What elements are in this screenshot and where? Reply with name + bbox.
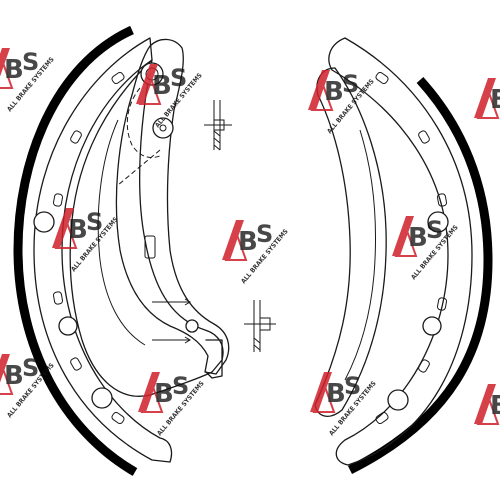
lever-dimension-line-2 [152, 336, 191, 344]
right-shoe-hole-lower [422, 316, 442, 336]
lever-adjuster-pin [152, 117, 174, 139]
left-shoe-hole-lower [58, 316, 78, 336]
left-shoe-table [33, 37, 173, 463]
lever-slot [144, 235, 156, 259]
watermark-logo-mid-center: ALL BRAKE SYSTEMS [221, 219, 290, 285]
left-shoe-hole-upper [33, 211, 55, 233]
watermark-logo-bottom-right: ALL BRAKE SYSTEMS [309, 371, 378, 437]
lever-dimension-line-1 [152, 298, 191, 306]
watermark-logo-top-left: ALL BRAKE SYSTEMS [0, 47, 56, 113]
right-shoe-table [328, 37, 473, 466]
lever-adjuster-pin-center [159, 124, 167, 132]
lever-alt-position [126, 87, 163, 158]
lever-cable-hook [205, 339, 223, 379]
right-shoe-web-cutout [344, 129, 376, 381]
watermark-logo-bottom-far-right [473, 383, 500, 425]
watermark-logo-top-far-right [473, 77, 500, 119]
right-shoe-rivet-slots [375, 71, 448, 425]
left-shoe-rivet-slots [52, 71, 125, 425]
left-shoe-web-cutout [97, 119, 146, 346]
lever-alt-link [117, 149, 161, 186]
watermark-logo-mid-right: ALL BRAKE SYSTEMS [391, 215, 460, 281]
left-shoe-hole-bottom [91, 387, 113, 409]
lever-lower-pin [185, 319, 199, 333]
left-shoe-lining [13, 25, 138, 476]
watermark-logo-bottom-center: ALL BRAKE SYSTEMS [137, 371, 206, 437]
right-shoe-hole-bottom [387, 389, 409, 411]
section-detail-upper [204, 100, 232, 151]
right-shoe-lining [347, 76, 493, 475]
section-detail-lower [244, 300, 276, 352]
lever-body [115, 38, 230, 375]
